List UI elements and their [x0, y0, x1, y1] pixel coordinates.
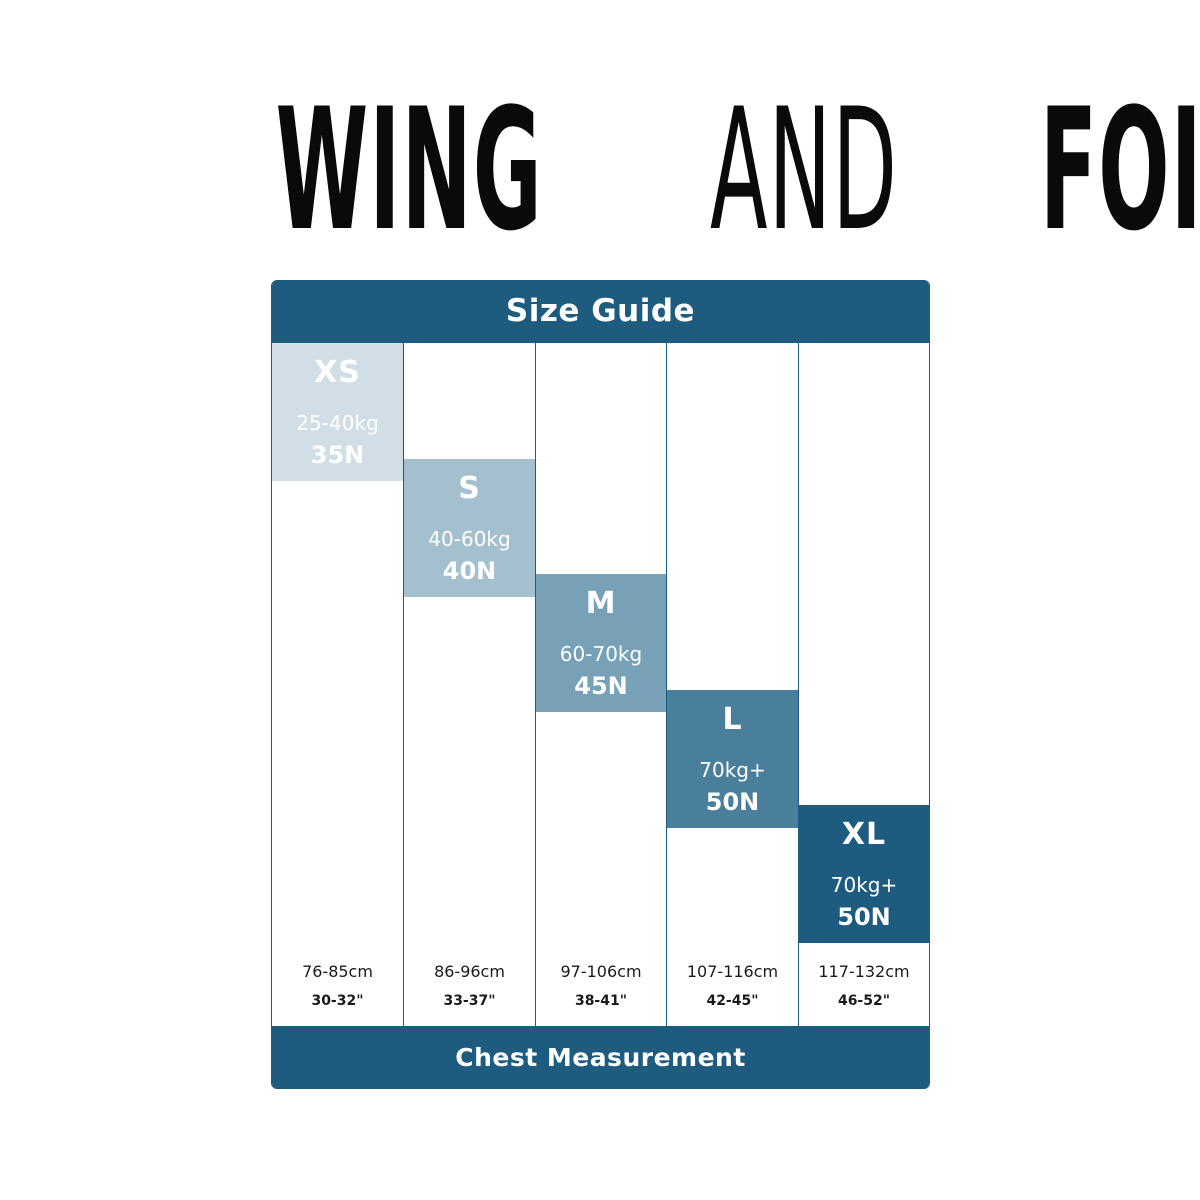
weight-range: 70kg+: [830, 873, 898, 897]
size-column-m: M 60-70kg 45N 97-106cm 38-41": [536, 343, 667, 1026]
chest-cm: 76-85cm: [302, 962, 373, 981]
size-block-xs: XS 25-40kg 35N: [272, 343, 403, 481]
size-label: M: [585, 586, 617, 621]
size-block-xl: XL 70kg+ 50N: [799, 805, 929, 943]
size-guide-table: Size Guide XS 25-40kg 35N 76-85cm 30-32"…: [271, 280, 930, 1089]
size-block-m: M 60-70kg 45N: [536, 574, 666, 712]
weight-range: 60-70kg: [559, 642, 643, 666]
chest-measurement-label: Chest Measurement: [272, 1026, 929, 1089]
chest-cm: 107-116cm: [686, 962, 779, 981]
chest-inches: 30-32": [311, 993, 364, 1009]
brand-logo: WING AND FOIL: [200, 72, 1200, 268]
brand-word-wing: WING: [275, 72, 543, 268]
buoyancy-rating: 50N: [837, 903, 891, 931]
chest-inches: 46-52": [837, 993, 891, 1009]
size-column-xl: XL 70kg+ 50N 117-132cm 46-52": [799, 343, 929, 1026]
weight-range: 40-60kg: [428, 527, 511, 551]
size-block-s: S 40-60kg 40N: [404, 459, 535, 597]
size-column-s: S 40-60kg 40N 86-96cm 33-37": [404, 343, 536, 1026]
weight-range: 70kg+: [699, 758, 766, 782]
size-label: S: [458, 471, 481, 506]
chest-inches: 38-41": [574, 993, 628, 1009]
size-label: L: [722, 702, 743, 737]
size-guide-title: Size Guide: [272, 280, 929, 343]
size-column-xs: XS 25-40kg 35N 76-85cm 30-32": [272, 343, 404, 1026]
buoyancy-rating: 45N: [574, 672, 628, 700]
chest-cm: 97-106cm: [560, 962, 642, 981]
buoyancy-rating: 35N: [310, 441, 365, 469]
size-label: XL: [841, 817, 887, 852]
buoyancy-rating: 40N: [442, 557, 497, 585]
chest-cm: 117-132cm: [818, 962, 910, 981]
size-block-l: L 70kg+ 50N: [667, 690, 798, 828]
chest-inches: 42-45": [706, 993, 759, 1009]
size-columns: XS 25-40kg 35N 76-85cm 30-32" S 40-60kg …: [272, 343, 929, 1026]
chest-cm: 86-96cm: [434, 962, 505, 981]
chest-inches: 33-37": [443, 993, 496, 1009]
buoyancy-rating: 50N: [705, 788, 760, 816]
brand-word-and: AND: [709, 72, 898, 268]
brand-word-foil: FOIL: [1039, 72, 1200, 268]
size-column-l: L 70kg+ 50N 107-116cm 42-45": [667, 343, 799, 1026]
weight-range: 25-40kg: [296, 411, 379, 435]
size-label: XS: [314, 355, 361, 390]
